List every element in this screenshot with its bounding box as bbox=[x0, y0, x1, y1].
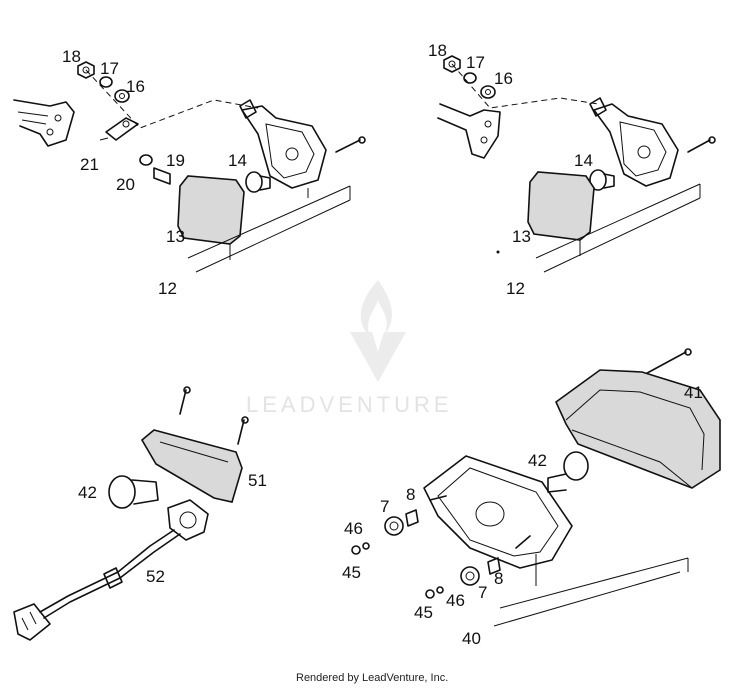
callout-41: 41 bbox=[684, 383, 703, 402]
callout-13-right: 13 bbox=[512, 227, 531, 246]
callout-18-right: 18 bbox=[428, 41, 447, 60]
turn-signal-assembly-right: 18 17 16 14 13 12 bbox=[428, 41, 716, 298]
callout-19: 19 bbox=[166, 151, 185, 170]
callout-14-right: 14 bbox=[574, 151, 593, 170]
watermark-text: LEADVENTURE bbox=[246, 392, 453, 417]
turn-signal-assembly-left: 18 17 16 21 20 19 14 13 12 bbox=[13, 47, 366, 298]
callout-8-lower: 8 bbox=[494, 569, 503, 588]
callout-7-lower: 7 bbox=[478, 583, 487, 602]
callout-45-lower: 45 bbox=[414, 603, 433, 622]
v-logo-icon bbox=[350, 332, 406, 382]
callout-42: 42 bbox=[78, 483, 97, 502]
tail-lamp-assembly: 41 42 7 8 46 45 8 7 45 46 40 bbox=[342, 348, 721, 648]
flame-logo-icon bbox=[360, 280, 392, 336]
callout-17: 17 bbox=[100, 59, 119, 78]
callout-52: 52 bbox=[146, 567, 165, 586]
callout-21: 21 bbox=[80, 155, 99, 174]
callout-7: 7 bbox=[380, 497, 389, 516]
leadventure-watermark: LEADVENTURE bbox=[246, 280, 453, 417]
callout-8: 8 bbox=[406, 485, 415, 504]
callout-13: 13 bbox=[166, 227, 185, 246]
callout-17-right: 17 bbox=[466, 53, 485, 72]
callout-42-tail: 42 bbox=[528, 451, 547, 470]
callout-46-lower: 46 bbox=[446, 591, 465, 610]
callout-14: 14 bbox=[228, 151, 247, 170]
callout-18: 18 bbox=[62, 47, 81, 66]
marker-lamp-assembly: 42 51 52 bbox=[13, 386, 267, 641]
callout-45: 45 bbox=[342, 563, 361, 582]
callout-16: 16 bbox=[126, 77, 145, 96]
callout-12-right: 12 bbox=[506, 279, 525, 298]
callout-46: 46 bbox=[344, 519, 363, 538]
callout-20: 20 bbox=[116, 175, 135, 194]
callout-12: 12 bbox=[158, 279, 177, 298]
footer-credit: Rendered by LeadVenture, Inc. bbox=[296, 672, 448, 684]
callout-16-right: 16 bbox=[494, 69, 513, 88]
callout-40: 40 bbox=[462, 629, 481, 648]
callout-51: 51 bbox=[248, 471, 267, 490]
